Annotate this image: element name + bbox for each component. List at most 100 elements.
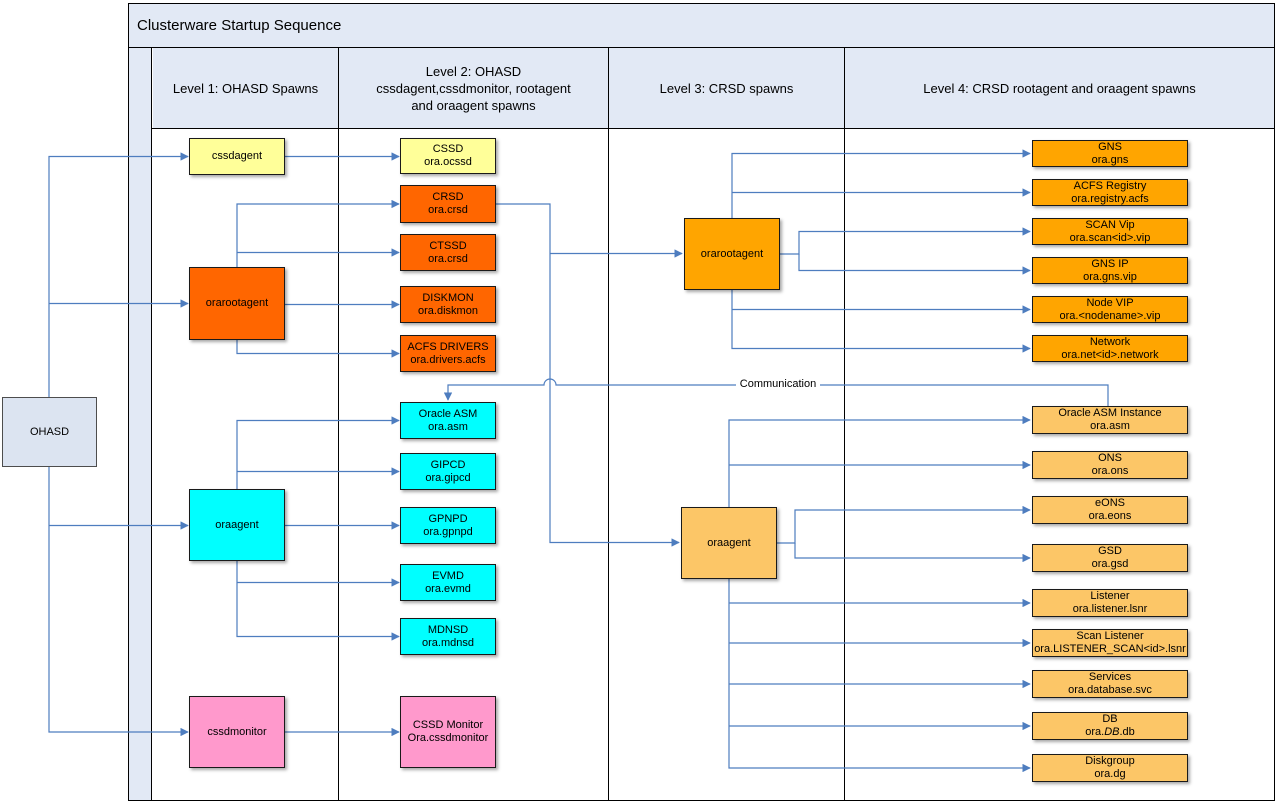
node-resource: ora.LISTENER_SCAN<id>.lsnr <box>1034 643 1186 655</box>
node-title: Services <box>1088 671 1132 683</box>
node-acfs-registry: ACFS Registry ora.registry.acfs <box>1032 179 1188 206</box>
node-resource: ora.database.svc <box>1068 684 1152 696</box>
node-label: orarootagent <box>700 247 764 260</box>
node-title: GNS IP <box>1091 257 1129 270</box>
left-strip <box>129 48 152 800</box>
node-title: CTSSD <box>429 239 467 252</box>
header-level3: Level 3: CRSD spawns <box>659 80 794 96</box>
node-scan-vip: SCAN Vip ora.scan<id>.vip <box>1032 218 1188 245</box>
node-resource: ora.gns <box>1091 153 1129 166</box>
node-resource: ora.gipcd <box>425 471 471 484</box>
node-gipcd: GIPCD ora.gipcd <box>400 453 496 490</box>
node-ohasd: OHASD <box>2 397 97 467</box>
node-network: Network ora.net<id>.network <box>1032 335 1188 362</box>
node-title: GSD <box>1098 545 1122 557</box>
node-cssdmonitor-l1: cssdmonitor <box>189 696 285 768</box>
node-resource: ora.gpnpd <box>423 525 473 538</box>
node-resource: ora.gns.vip <box>1083 270 1137 283</box>
node-resource: ora.crsd <box>428 204 468 216</box>
node-gpnpd: GPNPD ora.gpnpd <box>400 507 496 544</box>
node-resource: ora.net<id>.network <box>1061 348 1159 361</box>
node-eons: eONS ora.eons <box>1032 496 1188 524</box>
node-title: Diskgroup <box>1085 755 1135 767</box>
node-label: orarootagent <box>205 297 269 309</box>
node-title: DISKMON <box>422 291 474 304</box>
column-divider-2-3 <box>608 48 609 800</box>
node-title: ACFS DRIVERS <box>407 340 489 353</box>
node-resource: ora.evmd <box>425 582 471 595</box>
node-title: GPNPD <box>428 512 468 525</box>
node-title: eONS <box>1095 497 1125 509</box>
node-diskmon: DISKMON ora.diskmon <box>400 286 496 323</box>
node-crsd: CRSD ora.crsd <box>400 185 496 223</box>
node-gsd: GSD ora.gsd <box>1032 544 1188 572</box>
node-scan-listener: Scan Listener ora.LISTENER_SCAN<id>.lsnr <box>1032 629 1188 657</box>
node-resource: ora.drivers.acfs <box>410 353 486 366</box>
node-orarootagent-l1: orarootagent <box>189 267 285 340</box>
node-listener: Listener ora.listener.lsnr <box>1032 589 1188 617</box>
node-services: Services ora.database.svc <box>1032 670 1188 698</box>
column-divider-3-4 <box>844 48 845 800</box>
node-oracle-asm: Oracle ASM ora.asm <box>400 402 496 439</box>
node-gns-ip: GNS IP ora.gns.vip <box>1032 257 1188 284</box>
node-resource: Ora.cssdmonitor <box>407 732 489 744</box>
node-label: oraagent <box>215 518 259 531</box>
node-title: Listener <box>1090 590 1130 602</box>
node-title: Scan Listener <box>1076 630 1144 642</box>
node-title: GIPCD <box>430 458 466 471</box>
node-ctssd: CTSSD ora.crsd <box>400 234 496 271</box>
header-level2: Level 2: OHASD cssdagent,cssdmonitor, ro… <box>376 63 571 113</box>
node-node-vip: Node VIP ora.<nodename>.vip <box>1032 296 1188 323</box>
node-diskgroup: Diskgroup ora.dg <box>1032 754 1188 782</box>
node-title: Oracle ASM Instance <box>1058 407 1162 419</box>
node-cssd: CSSD ora.ocssd <box>400 138 496 174</box>
node-resource: ora.eons <box>1088 510 1132 522</box>
node-resource: ora.ons <box>1091 465 1129 477</box>
node-resource: ora.dg <box>1094 768 1126 780</box>
node-oracle-asm-instance: Oracle ASM Instance ora.asm <box>1032 406 1188 434</box>
node-label: cssdmonitor <box>207 725 267 738</box>
node-ons: ONS ora.ons <box>1032 451 1188 479</box>
node-title: Network <box>1089 335 1131 348</box>
node-title: SCAN Vip <box>1085 218 1135 231</box>
node-evmd: EVMD ora.evmd <box>400 564 496 601</box>
header-bottom-border <box>152 128 1274 129</box>
node-title: ACFS Registry <box>1073 179 1147 192</box>
node-title: GNS <box>1098 140 1122 153</box>
node-orarootagent-l3: orarootagent <box>684 218 780 290</box>
diagram-title: Clusterware Startup Sequence <box>129 4 1274 48</box>
node-acfs-drivers: ACFS DRIVERS ora.drivers.acfs <box>400 335 496 372</box>
node-resource: ora.mdnsd <box>422 636 474 649</box>
node-resource: ora.gsd <box>1091 558 1129 570</box>
header-level1: Level 1: OHASD Spawns <box>172 80 319 96</box>
node-title: DB <box>1102 713 1118 725</box>
node-title: Oracle ASM <box>418 407 478 420</box>
communication-label: Communication <box>736 377 820 391</box>
node-resource: ora.diskmon <box>418 304 478 317</box>
header-level4: Level 4: CRSD rootagent and oraagent spa… <box>923 80 1196 96</box>
node-resource: ora.DB.db <box>1085 726 1135 738</box>
node-title: ONS <box>1098 452 1122 464</box>
node-resource: ora.asm <box>1090 420 1130 432</box>
node-oraagent-l3: oraagent <box>681 507 777 579</box>
node-cssd-monitor-l2: CSSD Monitor Ora.cssdmonitor <box>400 696 496 768</box>
node-oraagent-l1: oraagent <box>189 489 285 561</box>
node-resource: ora.scan<id>.vip <box>1069 231 1151 244</box>
column-divider-1-2 <box>338 48 339 800</box>
node-title: Node VIP <box>1086 296 1134 309</box>
node-title: CSSD <box>432 143 464 155</box>
node-cssdagent: cssdagent <box>189 138 285 175</box>
header-band <box>153 48 1274 128</box>
node-label: OHASD <box>29 425 70 438</box>
node-resource: ora.asm <box>428 420 468 433</box>
node-resource: ora.crsd <box>428 252 468 265</box>
node-mdnsd: MDNSD ora.mdnsd <box>400 618 496 655</box>
node-resource: ora.registry.acfs <box>1071 192 1149 205</box>
node-label: cssdagent <box>211 150 263 162</box>
node-title: EVMD <box>432 569 464 582</box>
node-label: oraagent <box>707 536 751 549</box>
node-gns: GNS ora.gns <box>1032 140 1188 167</box>
node-title: CRSD <box>432 191 464 203</box>
node-title: CSSD Monitor <box>412 719 484 731</box>
